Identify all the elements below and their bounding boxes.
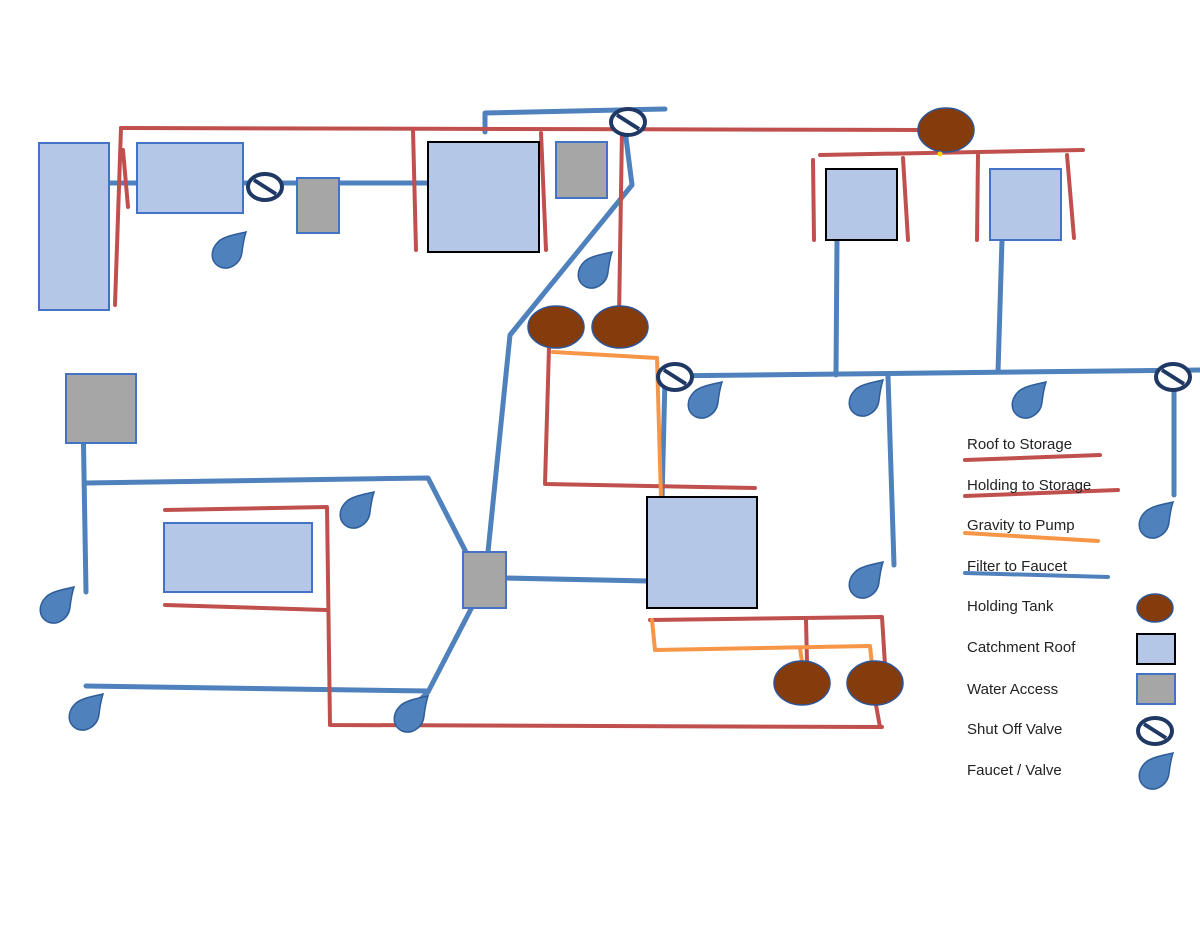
catchment-roof-1: [38, 142, 110, 311]
legend-faucet-icon: [1138, 752, 1174, 790]
legend-symbols: [963, 453, 1176, 790]
water-access-3: [65, 373, 137, 444]
water-access-boxes: [65, 141, 608, 609]
faucet-3: [687, 381, 723, 419]
legend-label-holding-tank: Holding Tank: [967, 598, 1054, 615]
holding-tanks: [527, 107, 975, 706]
yellow-dot: [937, 151, 943, 157]
shut-off-valve-1: [246, 172, 284, 202]
legend-holding-tank-icon: [1136, 593, 1174, 623]
holding-tank-5: [846, 660, 904, 706]
catchment-roof-6: [163, 522, 313, 593]
holding-tank-3: [591, 305, 649, 349]
faucet-6: [339, 491, 375, 529]
legend-label-shut-off-valve: Shut Off Valve: [967, 721, 1063, 738]
holding-tank-1: [917, 107, 975, 153]
catchment-roof-2: [136, 142, 244, 214]
shut-off-valve-3: [656, 362, 694, 392]
water-access-4: [462, 551, 507, 609]
faucet-10: [68, 693, 104, 731]
legend-label-gravity-to-pump: Gravity to Pump: [967, 517, 1075, 534]
shut-off-valve-2: [609, 107, 647, 137]
legend-line-roof-to-storage: [963, 453, 1102, 462]
legend-label-faucet-valve: Faucet / Valve: [967, 762, 1062, 779]
legend-water-access-icon: [1136, 673, 1176, 705]
legend-label-roof-to-storage: Roof to Storage: [967, 436, 1073, 453]
faucet-4: [848, 379, 884, 417]
legend-label-water-access: Water Access: [967, 681, 1059, 698]
faucet-8: [848, 561, 884, 599]
legend-catchment-roof-icon: [1136, 633, 1176, 665]
shut-off-valve-4: [1154, 362, 1192, 392]
faucet-2: [577, 251, 613, 289]
legend-shut-off-valve-icon: [1136, 716, 1174, 746]
faucet-9: [39, 586, 75, 624]
orange-pipes: [551, 350, 874, 667]
faucet-5: [1011, 381, 1047, 419]
water-access-1: [296, 177, 340, 234]
holding-tank-4: [773, 660, 831, 706]
holding-tank-2: [527, 305, 585, 349]
legend-line-gravity-to-pump: [963, 531, 1100, 543]
catchment-roof-7: [646, 496, 758, 609]
legend-label-holding-to-storage: Holding to Storage: [967, 477, 1092, 494]
catchment-roof-3: [427, 141, 540, 253]
catchment-roof-5: [989, 168, 1062, 241]
catchment-roofs: [38, 141, 1062, 609]
legend-line-holding-to-storage: [963, 488, 1120, 498]
catchment-roof-4: [825, 168, 898, 241]
faucet-1: [211, 231, 247, 269]
red-pipes: [113, 126, 1085, 729]
legend-line-filter-to-faucet: [963, 571, 1110, 579]
water-access-2: [555, 141, 608, 199]
legend-label-filter-to-faucet: Filter to Faucet: [967, 558, 1068, 575]
faucet-7: [1138, 501, 1174, 539]
legend-label-catchment-roof: Catchment Roof: [967, 639, 1076, 656]
